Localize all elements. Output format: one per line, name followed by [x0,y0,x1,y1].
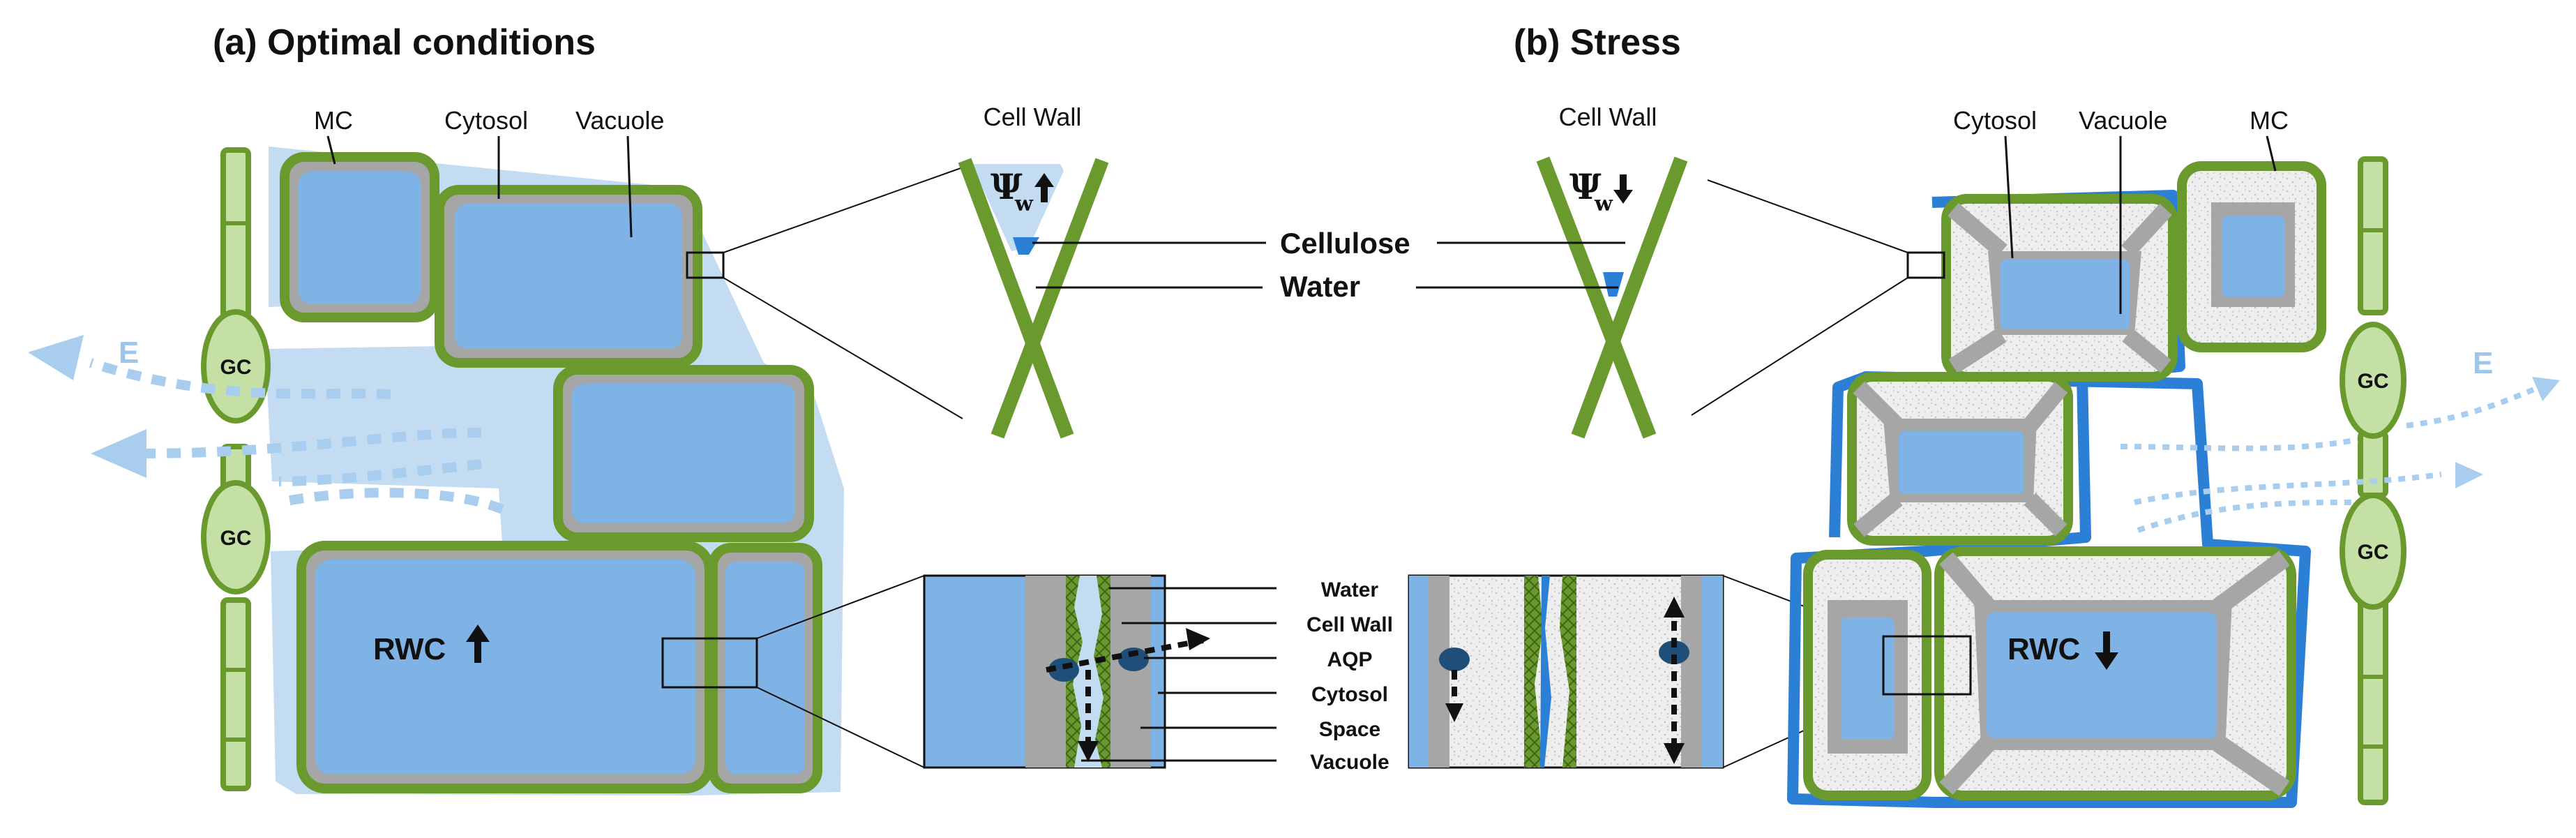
transpiration-flow-a [89,358,504,514]
transpiration-arrowhead-b1 [2532,377,2560,401]
legend-membrane-space: Space [1319,718,1380,741]
mc-label-b: MC [2250,106,2289,135]
rwc-label-b: RWC [2008,632,2080,666]
guard-cell-column-a [201,147,271,791]
e-label-a: E [119,336,139,370]
psi-up-arrow [1034,173,1054,202]
mesophyll-cells-a [280,152,822,793]
rwc-up-arrow-a [466,624,490,663]
zoom-box-b-membrane [1882,635,1972,696]
gc-label-b-bottom: GC [2358,541,2389,564]
cell-wall-label-right: Cell Wall [1559,103,1657,131]
mesophyll-cells-b [1803,161,2326,800]
transpiration-flow-b [2120,384,2540,533]
membrane-zoom-optimal [923,574,1166,769]
transpiration-arrowhead-a2 [91,429,146,478]
gc-label-a-bottom: GC [220,527,252,550]
vacuole-label-a: Vacuole [575,106,664,135]
gc-label-b-top: GC [2358,370,2389,393]
flux-arrowhead-right [1186,628,1210,650]
vacuole-label-b: Vacuole [2079,106,2167,135]
transpiration-arrowhead-a1 [28,335,84,380]
transpiration-arrowhead-b2 [2455,462,2483,488]
zoom-box-a-membrane [661,637,758,689]
psi-subscript-stress: w [1594,192,1613,216]
water-flux-arrows-stress [1452,621,1677,743]
cell-wall-zoom-optimal [958,158,1109,439]
zoom-box-a-wall [686,251,725,279]
guard-cell-column-b [2340,156,2406,805]
legend-membrane-aqp: AQP [1327,648,1372,671]
psi-subscript-optimal: w [1014,192,1034,216]
stress-flux-arrowhead-small [1445,703,1463,722]
mc-label-a: MC [314,106,353,135]
guard-cell-b-top [2340,322,2406,439]
guard-cell-b-bottom [2340,493,2406,610]
panel-b-title: (b) Stress [1514,22,1681,63]
gc-label-a-top: GC [220,356,252,379]
psi-symbol-optimal: Ψ [991,166,1023,207]
water-flux-arrows-optimal [1046,638,1204,743]
legend-cellulose: Cellulose [1280,227,1410,260]
legend-water: Water [1280,270,1360,303]
guard-cell-a-bottom [201,480,271,594]
flux-arrowhead-down [1078,741,1099,762]
legend-membrane-water: Water [1321,578,1379,601]
cytosol-label-a: Cytosol [444,106,528,135]
zoom-box-b-wall [1906,251,1945,279]
panel-a-title: (a) Optimal conditions [213,22,596,63]
stress-flux-arrowhead-up [1664,597,1685,618]
cell-wall-label-left: Cell Wall [984,103,1082,131]
psi-down-arrow [1613,174,1633,204]
psi-symbol-stress: Ψ [1569,166,1602,207]
cytosol-label-b: Cytosol [1953,106,2037,135]
legend-membrane-cytosol: Cytosol [1311,683,1388,706]
rwc-down-arrow-b [2095,631,2118,670]
legend-membrane-vacuole: Vacuole [1310,751,1389,774]
rwc-label-a: RWC [373,632,446,666]
stress-flux-arrowhead-down [1664,743,1685,764]
e-label-b: E [2473,346,2493,380]
cell-wall-zoom-stress [1536,156,1688,439]
legend-membrane-cell-wall: Cell Wall [1306,613,1393,636]
